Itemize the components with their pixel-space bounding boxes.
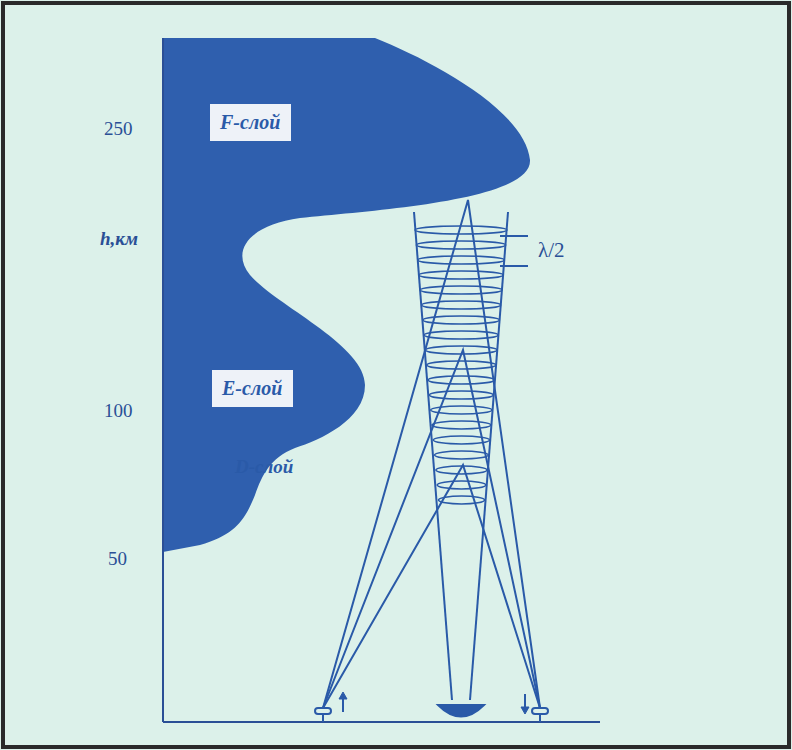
spiral-turn [431,406,492,414]
spiral-turn [423,316,500,324]
layer-name: F-слой [220,111,281,134]
spiral-turn [427,361,496,369]
spiral-turn [415,226,507,234]
axis [163,721,600,723]
electron-density-profile [163,38,530,552]
height-tick: 100 [104,400,133,422]
height-tick: 250 [104,118,133,140]
layer-name: D-слой [235,456,293,478]
spiral-turn [429,391,493,399]
layer-name: E-слой [222,377,283,400]
beams [323,200,540,708]
spiral-turn [438,496,484,504]
spiral-turn [424,331,498,339]
spiral-turn [420,286,502,294]
spiral-turn [428,376,495,384]
spiral-turn [422,301,501,309]
layer-box: E-слой [212,370,293,407]
axis-title: h,км [100,228,138,250]
layer-box: F-слой [210,104,291,141]
spiral-turn [419,271,503,279]
half-wavelength: λ/2 [538,238,565,263]
wave-spiral [415,226,507,504]
frame [3,3,789,747]
height-tick: 50 [108,548,127,570]
spiral-turn [432,421,491,429]
axis [162,38,164,722]
spiral-turn [435,451,489,459]
spiral-turn [437,481,486,489]
spiral-turn [418,256,505,264]
spiral-turn [416,241,505,249]
spiral-turn [433,436,489,444]
antennas [315,692,548,722]
spiral-turn [425,346,497,354]
spiral-turn [436,466,487,474]
